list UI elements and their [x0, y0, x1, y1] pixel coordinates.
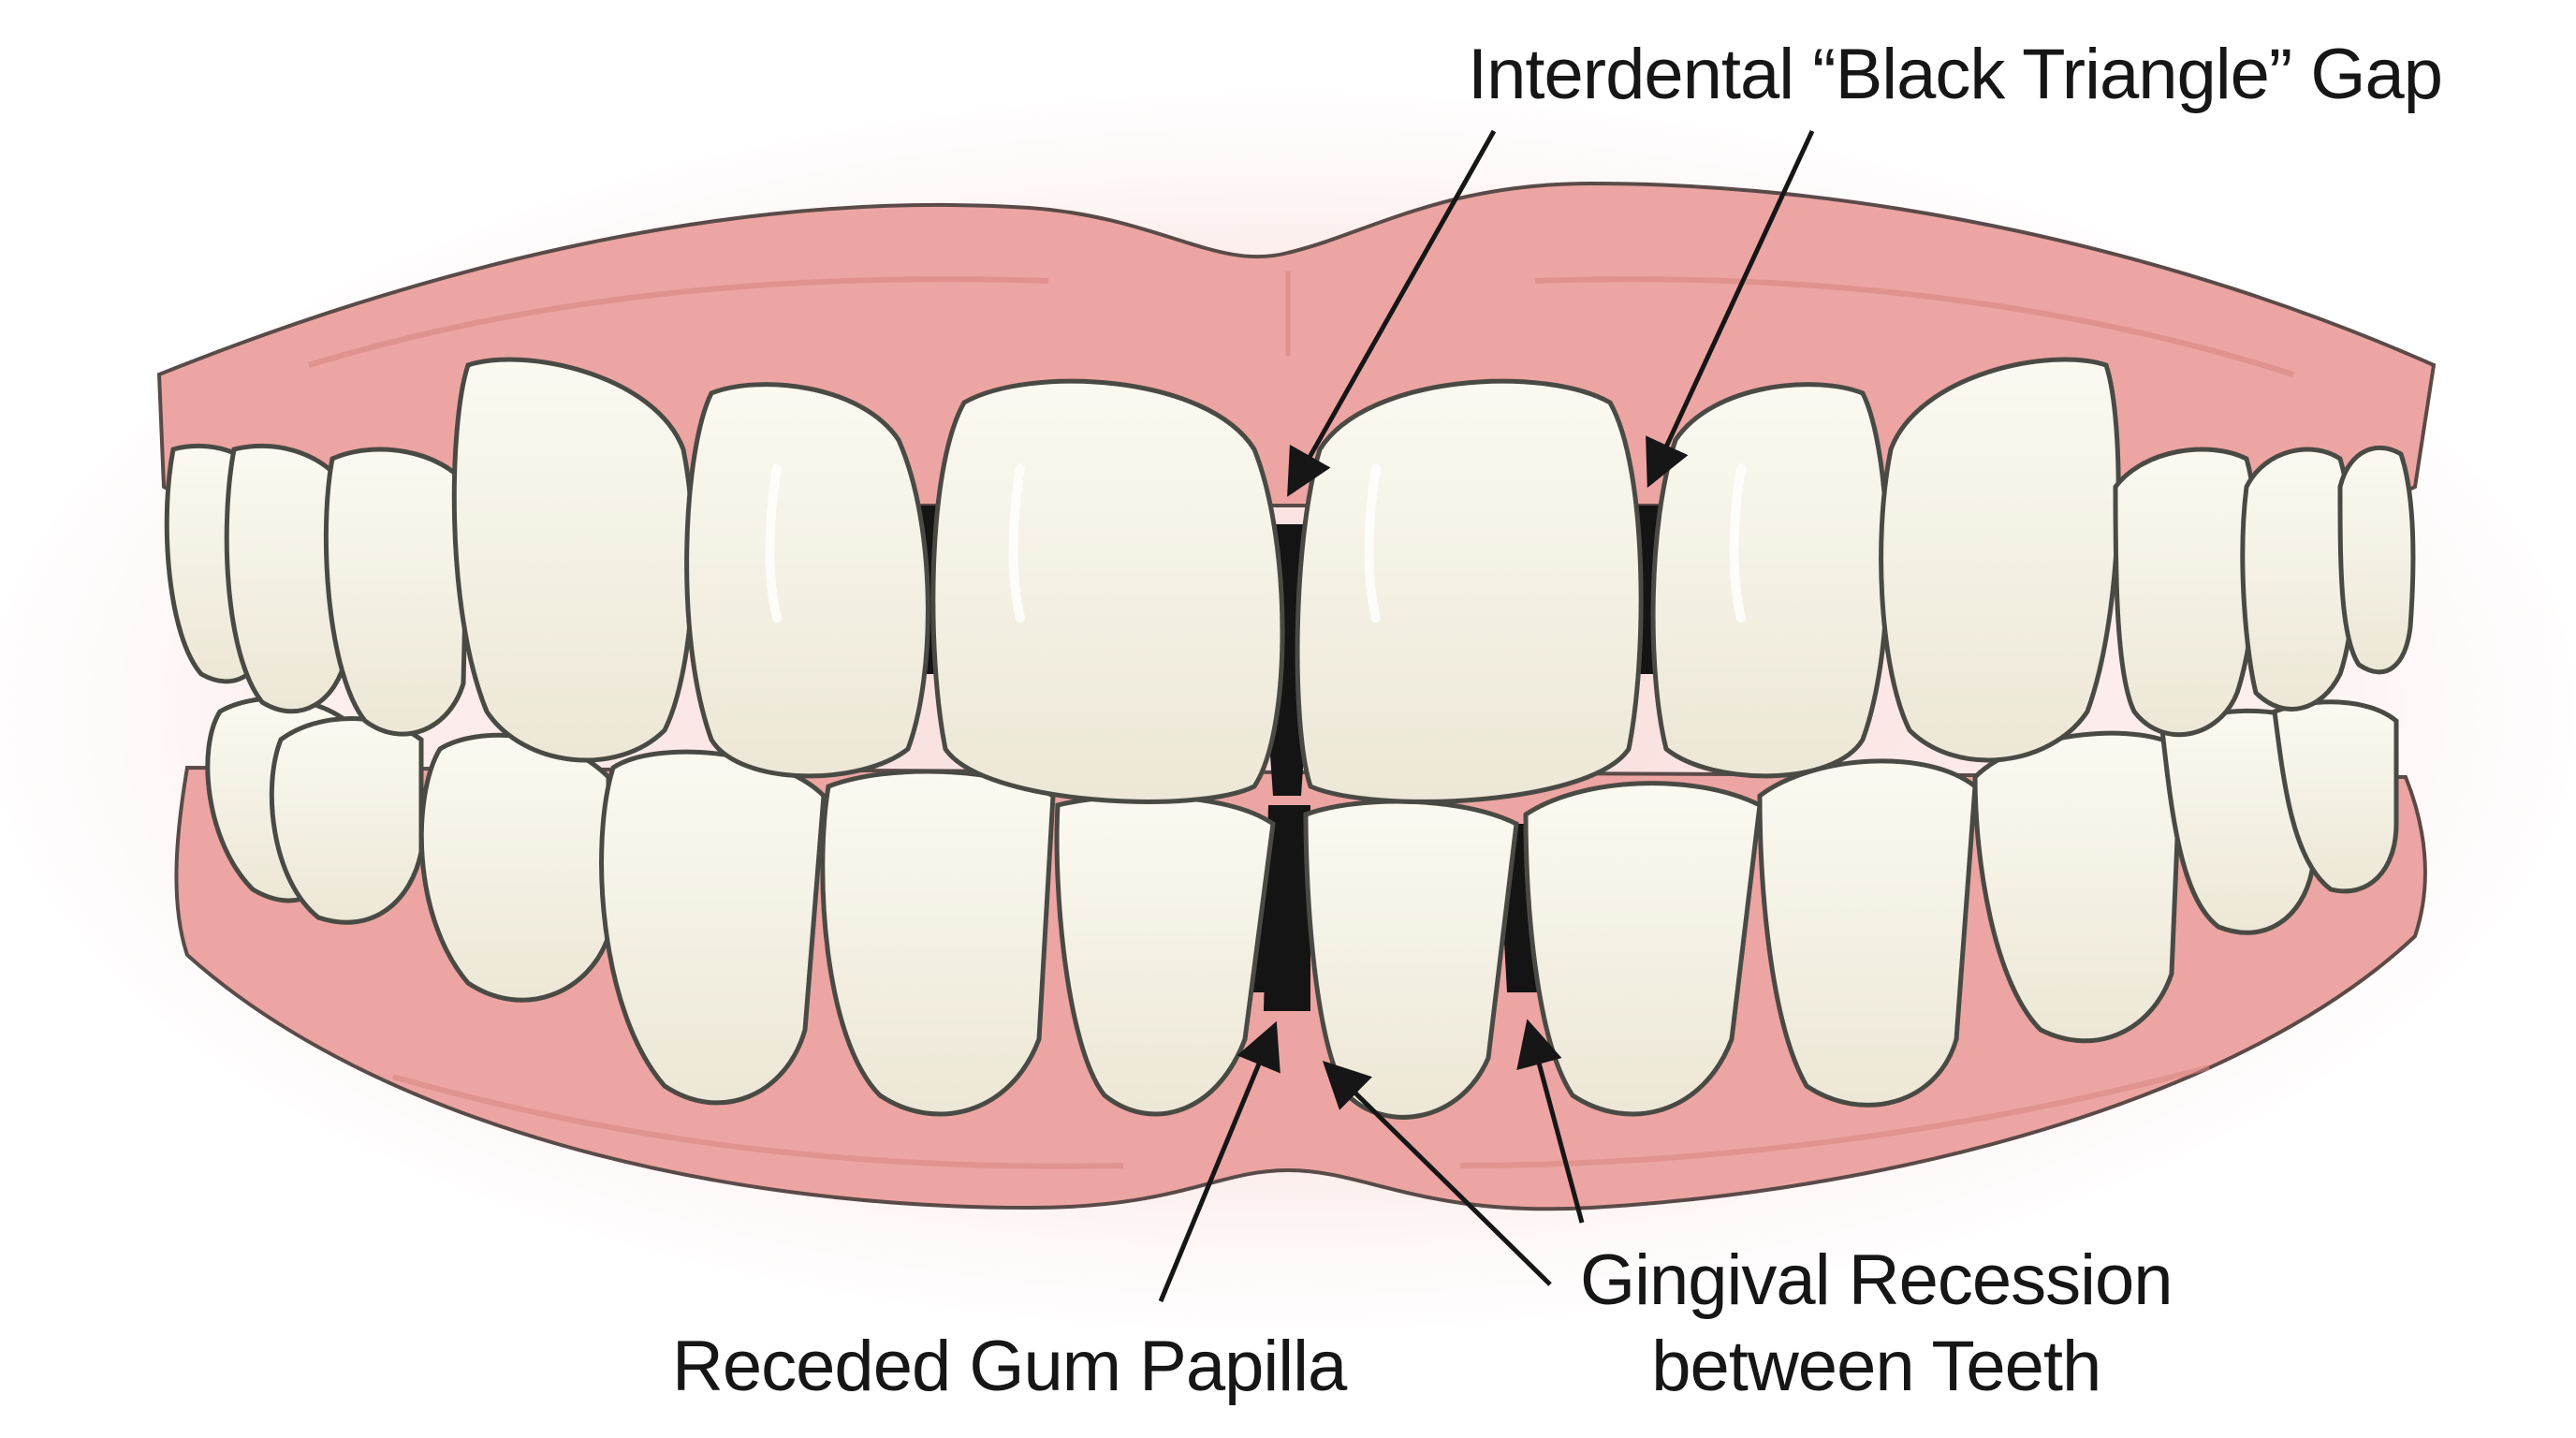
label-gingival-recession-line2: between Teeth — [1651, 1327, 2101, 1406]
arrow-icon — [1158, 1020, 1281, 1302]
arrow-icon — [1516, 1019, 1585, 1224]
callout-arrows — [1158, 129, 1815, 1302]
arrow-icon — [1287, 129, 1497, 497]
upper-teeth — [164, 357, 2416, 804]
label-black-triangle-gap: Interdental “Black Triangle” Gap — [1468, 35, 2443, 114]
tooth-highlights — [765, 463, 1746, 623]
label-receded-gum-papilla: Receded Gum Papilla — [672, 1327, 1347, 1406]
label-gingival-recession: Gingival Recession between Teeth — [1580, 1238, 2174, 1410]
lower-teeth — [205, 696, 2399, 1120]
arrow-icon — [1322, 1060, 1552, 1286]
label-gingival-recession-line1: Gingival Recession — [1580, 1240, 2174, 1320]
arrow-icon — [1646, 129, 1815, 489]
